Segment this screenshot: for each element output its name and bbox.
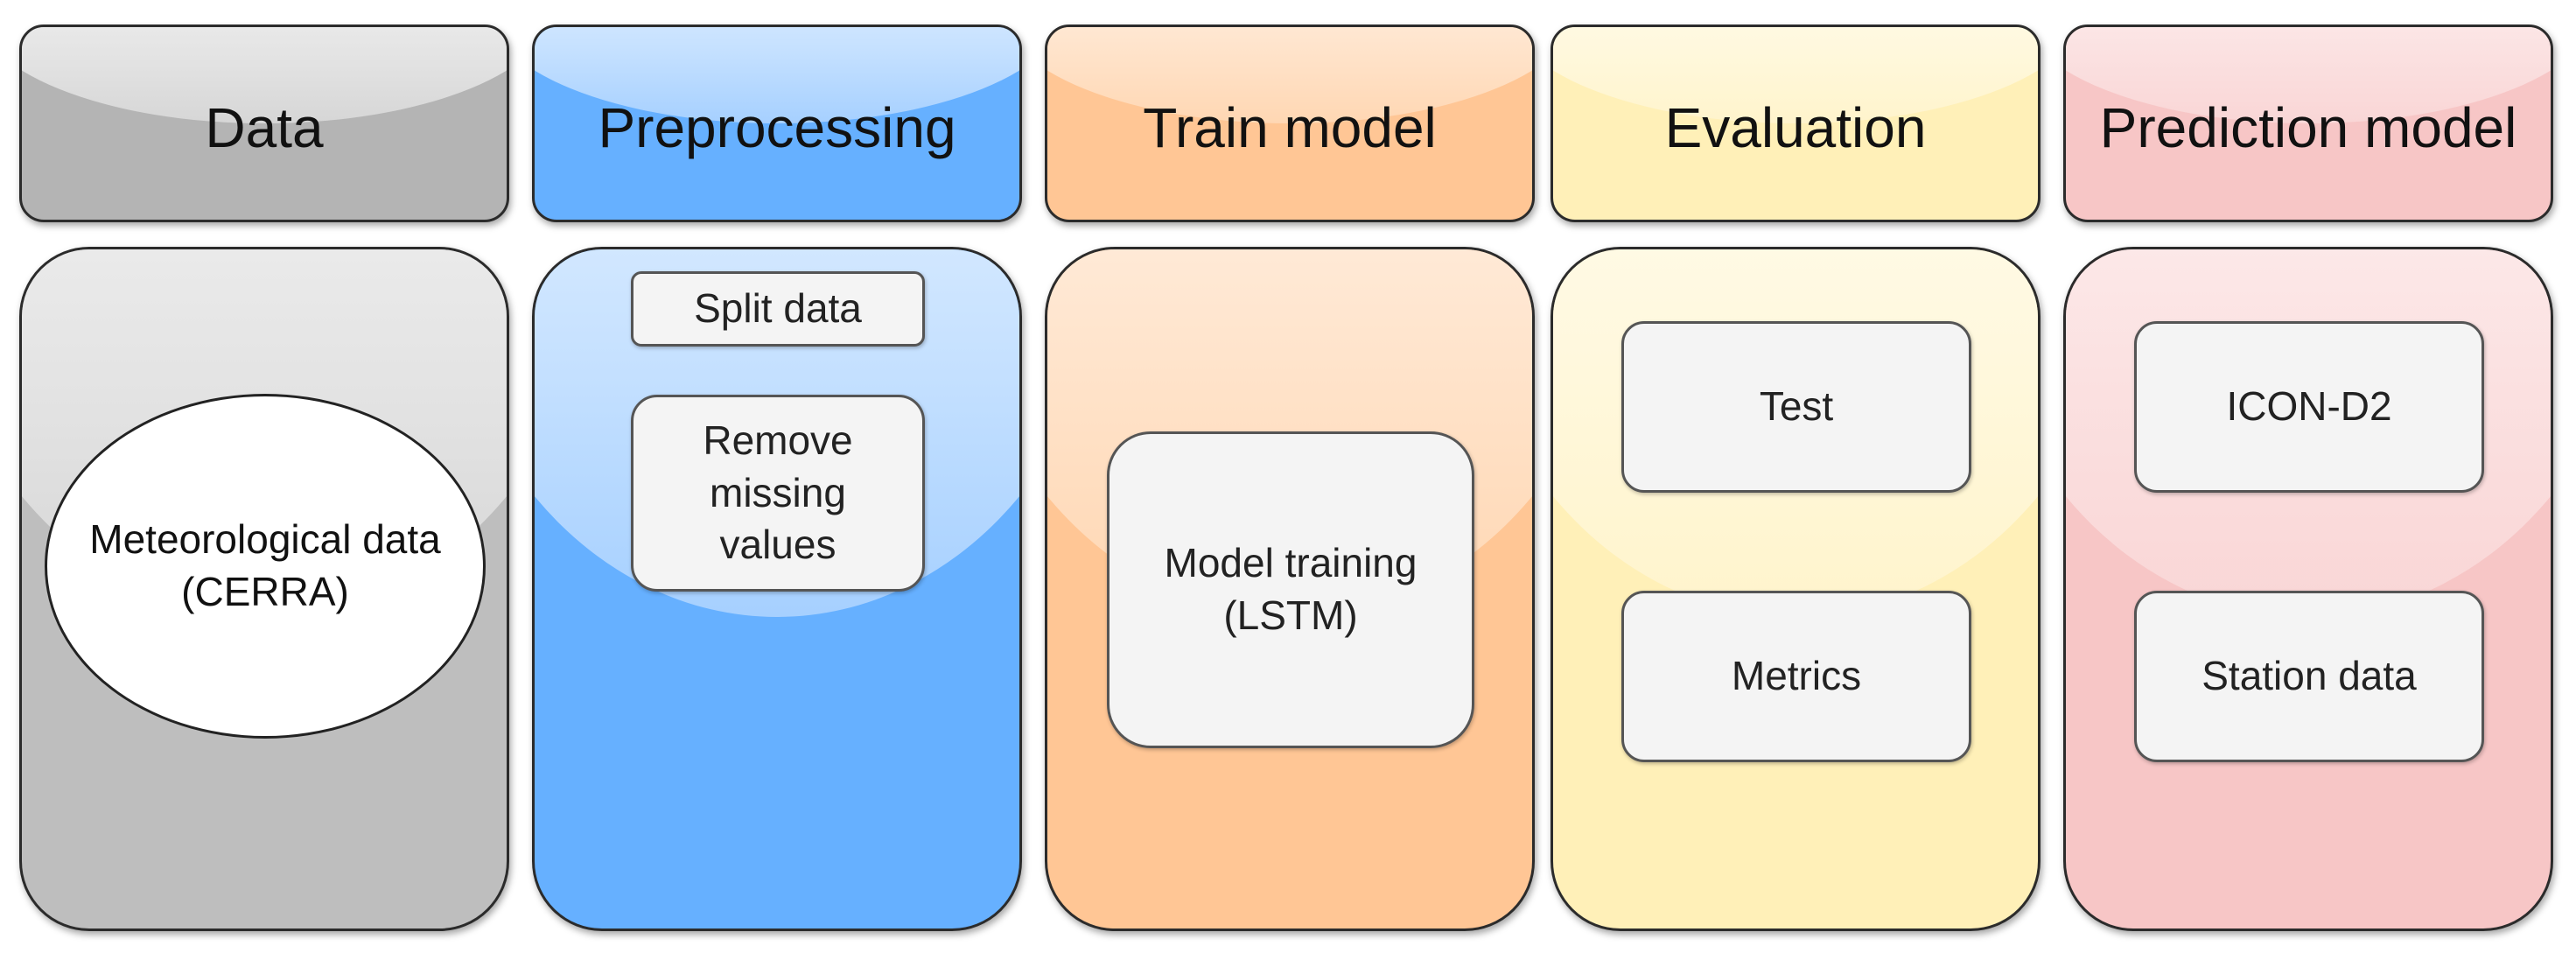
header-label: Preprocessing <box>598 96 956 159</box>
panel-data: Meteorological data (CERRA) <box>19 247 509 931</box>
node-label: Model training (LSTM) <box>1164 540 1418 638</box>
node-label: Station data <box>2202 653 2417 699</box>
header-data: Data <box>19 25 509 222</box>
node-label: ICON-D2 <box>2226 383 2392 430</box>
header-preprocessing: Preprocessing <box>532 25 1022 222</box>
header-label: Train model <box>1143 96 1437 159</box>
header-train-model: Train model <box>1045 25 1535 222</box>
node-test: Test <box>1621 321 1971 493</box>
node-label: Test <box>1759 383 1834 430</box>
header-evaluation: Evaluation <box>1550 25 2040 222</box>
header-prediction-model: Prediction model <box>2063 25 2553 222</box>
node-meteorological-data: Meteorological data (CERRA) <box>45 394 486 739</box>
panel-evaluation: Test Metrics <box>1550 247 2040 931</box>
node-icon-d2: ICON-D2 <box>2134 321 2484 493</box>
node-model-training: Model training (LSTM) <box>1107 431 1474 748</box>
header-label: Prediction model <box>2099 96 2517 159</box>
node-station-data: Station data <box>2134 591 2484 762</box>
node-label: Meteorological data (CERRA) <box>89 516 441 614</box>
header-label: Evaluation <box>1664 96 1927 159</box>
node-label: Metrics <box>1731 653 1862 699</box>
node-label: Split data <box>694 285 862 332</box>
panel-train-model: Model training (LSTM) <box>1045 247 1535 931</box>
panel-preprocessing: Split data Remove missing values <box>532 247 1022 931</box>
node-split-data: Split data <box>631 271 925 347</box>
header-label: Data <box>205 96 324 159</box>
panel-prediction-model: ICON-D2 Station data <box>2063 247 2553 931</box>
node-metrics: Metrics <box>1621 591 1971 762</box>
node-label: Remove missing values <box>703 417 853 568</box>
node-remove-missing-values: Remove missing values <box>631 395 925 592</box>
